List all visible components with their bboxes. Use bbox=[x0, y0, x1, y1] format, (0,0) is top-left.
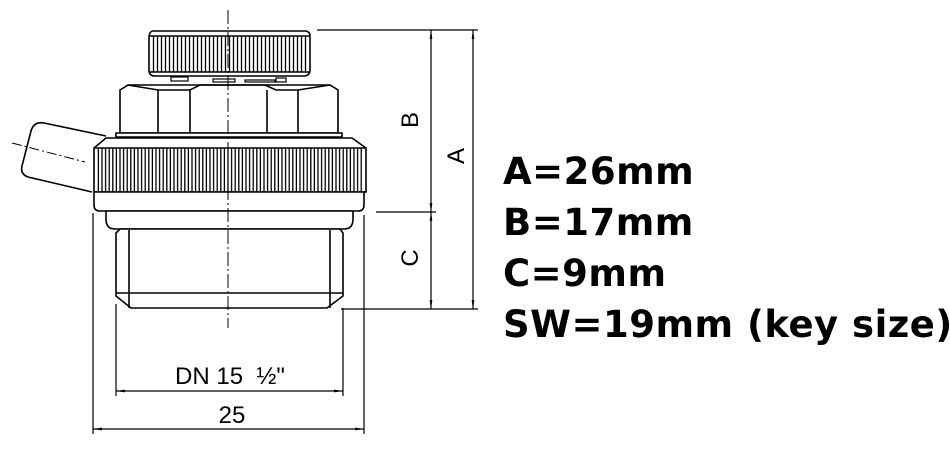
spec-c: C=9mm bbox=[503, 252, 667, 295]
side-outlet bbox=[11, 121, 107, 193]
dimension-labels: B A C DN 15 ½" 25 bbox=[175, 112, 470, 429]
label-thread: DN 15 ½" bbox=[175, 363, 285, 390]
spec-sw: SW=19mm (key size) bbox=[503, 303, 950, 346]
collar bbox=[93, 191, 365, 230]
spec-a: A=26mm bbox=[503, 150, 695, 193]
valve-body bbox=[11, 10, 367, 328]
label-b: B bbox=[397, 112, 424, 128]
label-outer-diameter: 25 bbox=[219, 402, 246, 429]
knurled-cap bbox=[148, 30, 311, 83]
hex-nut bbox=[115, 84, 343, 138]
spec-list: A=26mm B=17mm C=9mm SW=19mm (key size) bbox=[503, 146, 950, 350]
label-c: C bbox=[397, 249, 424, 266]
knurled-ring bbox=[93, 137, 367, 193]
dimension-lines bbox=[92, 29, 478, 434]
label-a: A bbox=[443, 148, 470, 164]
threaded-connector bbox=[115, 228, 344, 309]
spec-b: B=17mm bbox=[503, 201, 694, 244]
